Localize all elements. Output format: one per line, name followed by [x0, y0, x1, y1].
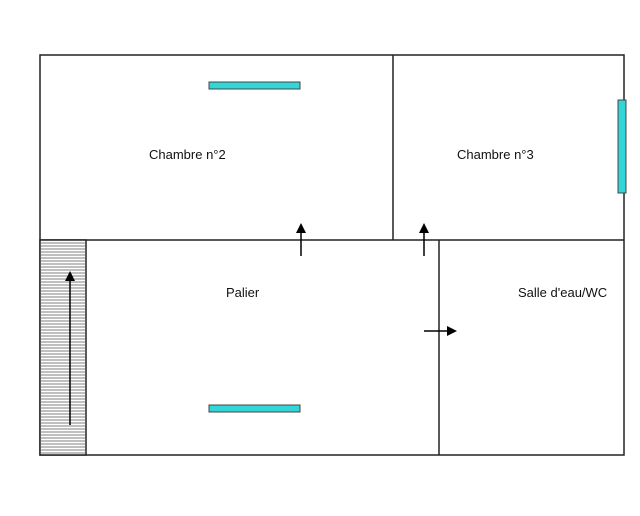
room-label-chambre-2: Chambre n°2 — [149, 147, 226, 162]
room-label-palier: Palier — [226, 285, 260, 300]
window-icon — [617, 99, 627, 194]
room-label-chambre-3: Chambre n°3 — [457, 147, 534, 162]
window-icon — [208, 81, 301, 90]
stair-steps — [41, 242, 85, 454]
window-icon — [208, 404, 301, 413]
room-label-salle-eau-wc: Salle d'eau/WC — [518, 285, 607, 300]
outer-wall — [39, 54, 625, 456]
staircase — [39, 239, 87, 456]
